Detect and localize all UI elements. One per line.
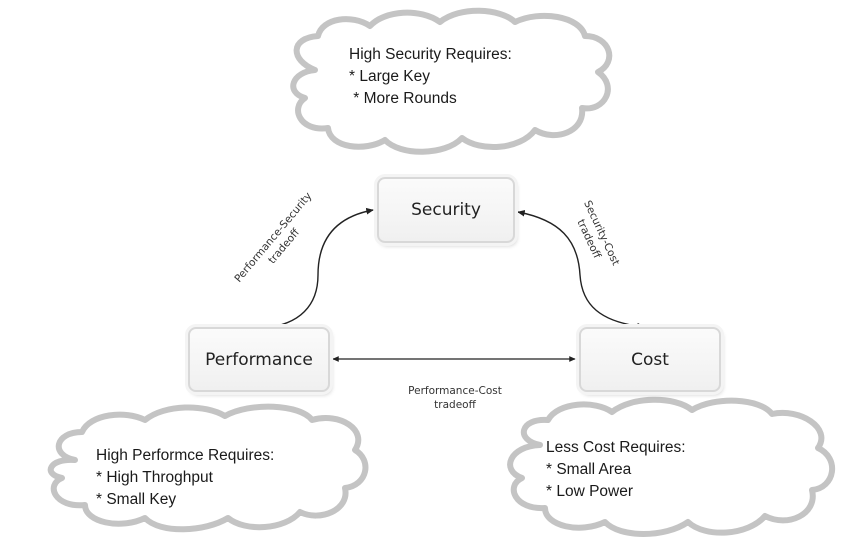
cloud-security-title: High Security Requires:: [349, 46, 512, 63]
arrow-performance-security: [262, 207, 374, 331]
cloud-cost-text: Less Cost Requires: * Small Area * Low P…: [546, 437, 686, 503]
cloud-shape-security: [290, 7, 613, 155]
node-security-label: Security: [411, 200, 481, 220]
edge-label-performance-cost: Performance-Cost tradeoff: [395, 384, 515, 412]
cloud-shape-cost: [507, 396, 836, 537]
cloud-performance-item: * Small Key: [96, 491, 177, 508]
cloud-security-text: High Security Requires: * Large Key * Mo…: [349, 44, 512, 110]
cloud-performance-text: High Performce Requires: * High Throghpu…: [96, 445, 274, 511]
cloud-security-item: * More Rounds: [349, 90, 457, 107]
cloud-cost-title: Less Cost Requires:: [546, 439, 686, 456]
node-performance: Performance: [188, 327, 330, 392]
cloud-cost-item: * Low Power: [546, 483, 634, 500]
node-cost: Cost: [579, 327, 721, 392]
cloud-security-item: * Large Key: [349, 68, 430, 85]
cloud-cost-item: * Small Area: [546, 461, 632, 478]
arrow-security-cost: [517, 209, 645, 330]
cloud-performance-title: High Performce Requires:: [96, 447, 275, 464]
cloud-performance-item: * High Throghput: [96, 469, 213, 486]
edge-label-line: tradeoff: [434, 399, 476, 411]
node-cost-label: Cost: [631, 349, 669, 370]
cloud-shape-performance: [47, 403, 369, 533]
node-performance-label: Performance: [205, 349, 313, 370]
edge-label-line: Performance-Cost: [408, 385, 502, 397]
node-security: Security: [377, 177, 515, 243]
